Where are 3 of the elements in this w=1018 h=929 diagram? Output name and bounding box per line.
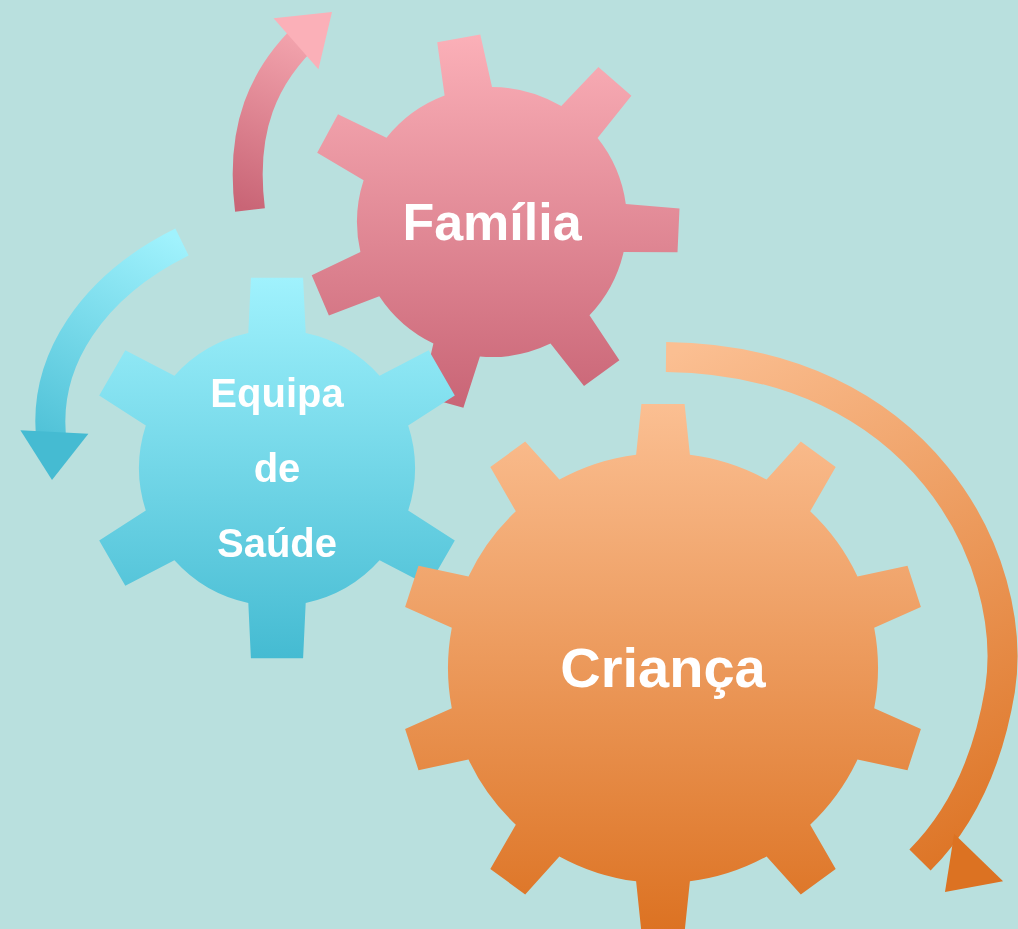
gear-label: Família <box>401 192 583 252</box>
gear-label: Criança <box>559 636 767 700</box>
gear-label: Equipa de Saúde <box>209 369 345 567</box>
